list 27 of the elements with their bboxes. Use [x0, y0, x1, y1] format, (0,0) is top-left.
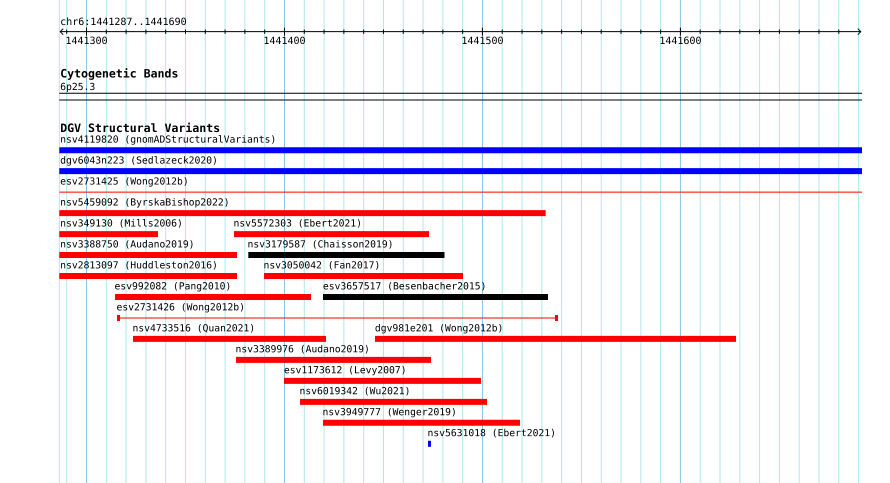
feature-label: esv1173612 (Levy2007): [284, 366, 405, 376]
feature-label: nsv5572303 (Ebert2021): [234, 219, 360, 228]
feature-label: nsv3050042 (Fan2017): [264, 261, 378, 270]
tick-label: 1441500: [462, 36, 503, 44]
feature-label: nsv3388750 (Audano2019): [61, 240, 192, 249]
track-title: DGV Structural Variants: [60, 122, 220, 132]
feature-label: esv3657517 (Besenbacher2015): [323, 282, 484, 291]
feature-label: nsv6019342 (Wu2021): [300, 386, 408, 396]
feature-label: nsv3949777 (Wenger2019): [323, 408, 455, 418]
tick-label: 1441600: [660, 36, 701, 44]
tick-label: 1441300: [66, 36, 107, 44]
feature-label: nsv2813097 (Huddleston2016): [61, 260, 216, 270]
feature-label: nsv3389976 (Audano2019): [236, 344, 368, 354]
tick-label: 1441400: [264, 36, 305, 44]
feature-label: nsv3179587 (Chaisson2019): [248, 240, 392, 249]
feature-label: esv2731425 (Wong2012b): [60, 177, 187, 187]
feature-label: nsv5631018 (Ebert2021): [428, 428, 554, 438]
feature-label: dgv981e201 (Wong2012b): [375, 324, 502, 334]
feature-label: nsv4119820 (gnomADStructuralVariants): [61, 135, 274, 145]
feature-label: nsv349130 (Mills2006): [61, 219, 181, 228]
feature-label: nsv5459092 (ByrskaBishop2022): [61, 198, 228, 208]
band-label: 6p25.3: [60, 82, 95, 92]
feature-label: nsv4733516 (Quan2021): [133, 324, 254, 333]
feature-label: dgv6043n223 (Sedlazeck2020): [60, 156, 216, 166]
feature-label: esv992082 (Pang2010): [115, 282, 230, 292]
location-label: chr6:1441287..1441690: [61, 17, 186, 26]
feature-label: esv2731426 (Wong2012b): [117, 302, 243, 312]
